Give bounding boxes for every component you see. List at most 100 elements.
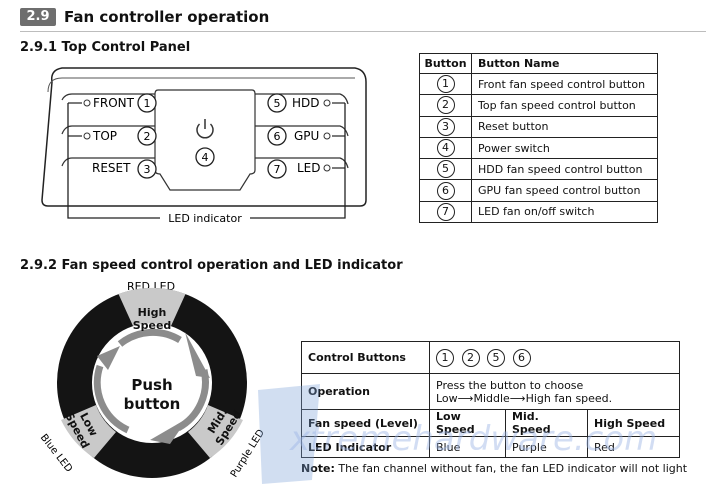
led-bracket-left [67,103,160,219]
row-name: HDD fan speed control button [471,158,658,181]
row-number: 3 [436,117,455,136]
table-row: 4 Power switch [419,136,658,160]
row-name: GPU fan speed control button [471,179,658,202]
operation-table: Control Buttons 1 2 5 6 Operation Press … [301,341,680,458]
low-speed-header: Low Speed [429,409,506,437]
op-low: Low [436,391,458,405]
fan-speed-ring-diagram: RED LED High Speed Mid. Speed Low Speed … [38,280,267,480]
top-led-dot [83,132,91,140]
mid-speed-header: Mid. Speed [505,409,588,437]
fan-speed-level-label: Fan speed (Level) [301,409,430,437]
high-speed-line2: Speed [133,319,172,332]
row-number: 4 [436,139,455,158]
row-name: Reset button [471,115,658,138]
label-hdd: HDD [292,96,320,110]
purple-led-label: Purple LED [229,427,267,479]
led-indicator-label: LED indicator [168,212,242,225]
table-row: 1 Front fan speed control button [419,72,658,96]
label-front: FRONT [93,96,135,110]
operation-value: Press the button to choose Low⟶Middle⟶Hi… [429,373,680,410]
section-title: Fan controller operation [64,8,270,26]
row-name: Top fan speed control button [471,94,658,117]
led-bracket-right [250,103,346,219]
reset-button-edge [61,157,155,167]
ring-segment-low [61,405,116,458]
num-5: 5 [274,97,281,110]
front-button-edge [61,93,155,101]
led-led-dot [323,164,331,172]
control-buttons-values: 1 2 5 6 [429,341,680,374]
push-line1: Push [131,376,172,394]
row-name: Front fan speed control button [471,72,658,96]
operation-line2: Low⟶Middle⟶High fan speed. [436,392,673,405]
section-badge: 2.9 [20,8,56,26]
top-control-panel-illustration: FRONT TOP RESET HDD GPU LED 1 2 3 4 5 6 … [41,67,367,225]
num-3: 3 [144,163,151,176]
note: Note: The fan channel without fan, the f… [301,462,687,475]
table-row: LED Indicator Blue Purple Red [301,436,680,458]
table-row: Operation Press the button to choose Low… [301,373,680,410]
control-num: 1 [436,348,454,367]
table-row: 3 Reset button [419,115,658,138]
arrow-left [93,364,130,434]
table-row: 2 Top fan speed control button [419,94,658,117]
header-button-name: Button Name [471,53,658,74]
front-led-dot [83,99,91,107]
note-text: The fan channel without fan, the fan LED… [334,462,688,475]
num-circle-5 [267,93,287,113]
arrow-head-top [185,332,210,378]
table-row: 7 LED fan on/off switch [419,200,658,224]
label-reset: RESET [92,161,131,175]
num-circle-4 [195,147,215,167]
arrow-right-icon: ⟶ [457,391,474,405]
hdd-button-edge [255,93,349,105]
label-top: TOP [92,129,117,143]
button-table-header: Button Button Name [419,53,658,74]
table-row: Fan speed (Level) Low Speed Mid. Speed H… [301,409,680,437]
led-purple: Purple [505,436,588,458]
row-name: LED fan on/off switch [471,200,658,224]
control-num: 5 [487,348,505,367]
num-circle-7 [267,159,287,179]
table-row: 6 GPU fan speed control button [419,179,658,202]
push-line2: button [124,395,181,413]
led-red: Red [587,436,680,458]
fan-speed-heading: 2.9.2 Fan speed control operation and LE… [20,258,403,273]
row-name: Power switch [471,136,658,160]
row-number: 7 [436,202,455,221]
num-4: 4 [202,151,209,164]
table-row: 5 HDD fan speed control button [419,158,658,181]
control-num: 2 [461,348,480,367]
ring-segment-high [118,287,186,326]
operation-line1: Press the button to choose [436,378,584,392]
blue-led-label: Blue LED [38,432,74,474]
operation-label: Operation [301,373,430,410]
row-number: 5 [436,160,455,179]
arrow-head-right [150,418,188,444]
arrow-right [176,369,209,432]
panel-bevel [47,77,355,93]
section-header: 2.9 Fan controller operation [20,6,706,32]
center-recess [154,89,256,191]
gpu-led-dot [323,132,331,140]
label-gpu: GPU [294,129,319,143]
section-divider [20,31,706,32]
arrow-right-icon: ⟶ [509,391,526,405]
num-2: 2 [144,130,151,143]
arrow-top [117,328,182,347]
header-button: Button [419,53,472,74]
op-middle: Middle [473,391,510,405]
hdd-led-dot [323,99,331,107]
ring-inner [92,323,212,443]
label-led: LED [297,161,321,175]
high-speed-header: High Speed [587,409,680,437]
num-7: 7 [274,163,281,176]
top-panel-heading: 2.9.1 Top Control Panel [20,40,191,55]
num-1: 1 [144,97,151,110]
power-icon [196,119,214,139]
op-high: High fan speed. [525,391,613,405]
num-6: 6 [274,130,281,143]
button-table: Button Button Name 1 Front fan speed con… [419,53,658,224]
led-blue: Blue [429,436,506,458]
note-label: Note: [301,462,335,475]
